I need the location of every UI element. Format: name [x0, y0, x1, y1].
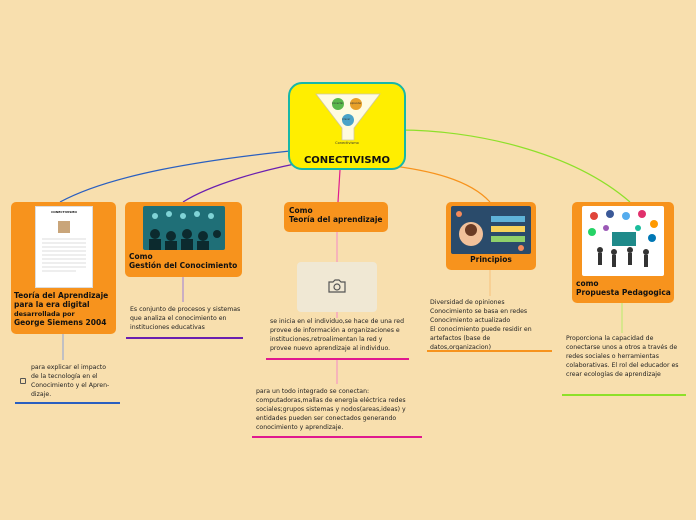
funnel-label-1: Conectar — [332, 102, 344, 105]
funnel-icon — [315, 93, 381, 141]
teoria-aprendizaje-line2: Teoría del aprendizaje — [289, 215, 383, 225]
propuesta-line1: como — [576, 279, 599, 288]
principios-underline — [427, 350, 552, 352]
link-teoria — [59, 149, 301, 203]
central-topic[interactable]: Conectar Aprender Crecer Conectivismo CO… — [288, 82, 406, 170]
funnel-label-3: Crecer — [342, 118, 351, 121]
image-placeholder[interactable] — [297, 262, 377, 312]
teoria-aprendizaje-underline-1 — [266, 358, 409, 360]
teoria-aprendizaje-subtext-2: para un todo integrado se conectan: comp… — [256, 388, 406, 431]
gestion-line1: Como — [129, 252, 153, 261]
gestion-line2: Gestión del Conocimiento — [129, 261, 238, 271]
thumbnail-title: CONECTIVISMO — [51, 210, 77, 214]
principios-label: Principios — [470, 255, 512, 264]
teoria-line2: para la era digital — [14, 300, 90, 310]
funnel-caption: Conectivismo — [335, 141, 359, 145]
teoria-underline — [15, 402, 120, 404]
link-principios — [384, 164, 491, 203]
node-teoria-aprendizaje[interactable]: Como Teoría del aprendizaje — [284, 202, 388, 232]
gestion-underline — [126, 337, 243, 339]
principios-item-2: Conocimiento se basa en redes — [430, 307, 528, 315]
principles-image — [451, 206, 531, 254]
principios-item-3: Conocimiento actualizado — [430, 316, 511, 324]
link-teoria-aprendizaje — [337, 169, 341, 203]
checkbox-icon[interactable] — [20, 378, 26, 384]
document-thumbnail: CONECTIVISMO — [35, 206, 93, 288]
node-teoria[interactable]: CONECTIVISMO Teoría del Aprendizaje para… — [11, 202, 116, 334]
teoria-aprendizaje-subtext-1: se inicia en el individuo,se hace de una… — [270, 318, 405, 352]
propuesta-underline — [562, 394, 686, 396]
link-propuesta — [399, 129, 631, 203]
node-propuesta[interactable]: como Propuesta Pedagogica — [572, 202, 674, 303]
network-image — [143, 206, 225, 250]
teoria-line3: desarrollada por — [14, 309, 75, 318]
propuesta-line2: Propuesta Pedagogica — [576, 288, 671, 298]
principios-item-1: Diversidad de opiniones — [430, 299, 505, 306]
teoria-line1: Teoría del Aprendizaje — [14, 291, 109, 300]
teoria-line4: George Siemens 2004 — [14, 317, 107, 327]
funnel-label-2: Aprender — [350, 102, 362, 105]
teoria-subtext: para explicar el impacto de la tecnologí… — [31, 364, 110, 398]
social-network-image — [582, 206, 664, 276]
node-principios[interactable]: Principios — [446, 202, 536, 270]
central-title: CONECTIVISMO — [303, 155, 391, 166]
gestion-subtext: Es conjunto de procesos y sistemas que a… — [130, 306, 241, 331]
node-gestion[interactable]: Como Gestión del Conocimiento — [125, 202, 242, 277]
teoria-aprendizaje-line1: Como — [289, 206, 313, 215]
propuesta-subtext: Proporciona la capacidad de conectarse u… — [566, 335, 679, 378]
thumbnail-lines — [42, 220, 86, 272]
teoria-aprendizaje-underline-2 — [252, 436, 422, 438]
principios-item-4: El conocimiento puede residir en artefac… — [430, 325, 532, 351]
camera-icon — [328, 279, 346, 293]
